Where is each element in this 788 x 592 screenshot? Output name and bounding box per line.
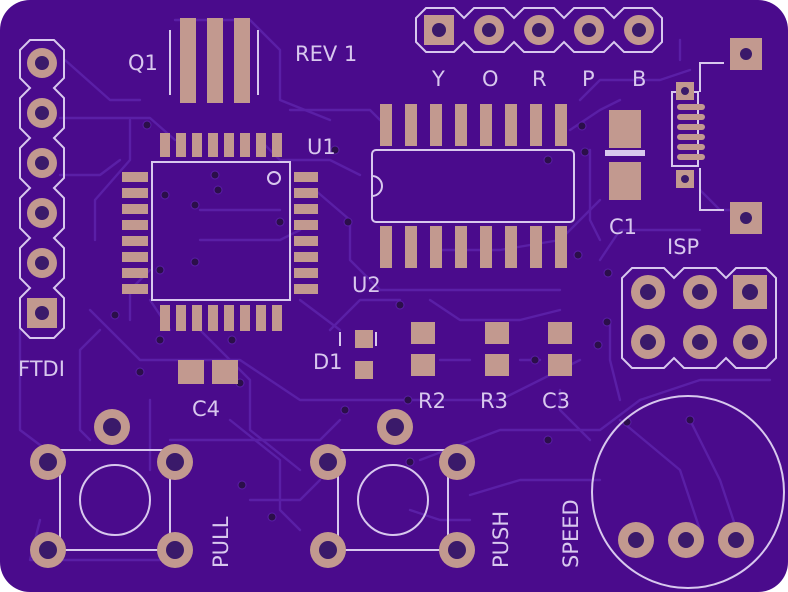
- u2-pad: [505, 226, 517, 268]
- u1-microcontroller: [122, 133, 318, 331]
- u1-pad: [122, 284, 148, 294]
- u1-pad: [294, 284, 318, 294]
- u1-pad: [122, 236, 148, 246]
- r2-label: R2: [418, 389, 446, 413]
- revision-label: REV 1: [295, 42, 357, 66]
- push-label: PUSH: [489, 511, 513, 568]
- u2-pad: [480, 104, 492, 146]
- u2-pad: [380, 226, 392, 268]
- u2-pad: [530, 226, 542, 268]
- u2-pad: [455, 104, 467, 146]
- u2-pad: [430, 226, 442, 268]
- q1-transistor: [169, 18, 259, 103]
- u2-pad: [480, 226, 492, 268]
- u2-ic: [371, 104, 575, 268]
- u1-pad: [272, 133, 282, 157]
- u2-pad: [405, 226, 417, 268]
- header-pin-r: R: [532, 67, 547, 91]
- u1-pad: [192, 305, 202, 331]
- u1-pad: [294, 188, 318, 198]
- copper-traces: [18, 18, 772, 562]
- c3-label: C3: [542, 389, 570, 413]
- header-pin-y: Y: [431, 67, 445, 91]
- u2-pad: [555, 226, 567, 268]
- u1-pad: [294, 172, 318, 182]
- header-pin-o: O: [482, 67, 499, 91]
- u2-pad: [430, 104, 442, 146]
- u1-pad: [256, 305, 266, 331]
- u1-pad: [240, 133, 250, 157]
- r3-resistor: [485, 322, 509, 376]
- q1-label: Q1: [128, 51, 158, 75]
- u2-pad: [555, 104, 567, 146]
- u2-pad: [505, 104, 517, 146]
- c1-capacitor: [605, 110, 645, 200]
- header-pin-p: P: [582, 67, 595, 91]
- u1-pad: [224, 133, 234, 157]
- u1-label: U1: [307, 135, 336, 159]
- u2-label: U2: [352, 273, 381, 297]
- u1-pad: [122, 220, 148, 230]
- u1-pad: [122, 204, 148, 214]
- u1-pad: [294, 204, 318, 214]
- c3-capacitor: [548, 322, 572, 376]
- pull-label: PULL: [209, 516, 233, 568]
- ftdi-header: [19, 39, 65, 339]
- u1-pad: [294, 252, 318, 262]
- isp-label: ISP: [667, 235, 699, 259]
- u2-pad: [455, 226, 467, 268]
- u1-pad: [272, 305, 282, 331]
- push-button: [310, 409, 475, 568]
- u1-pad: [224, 305, 234, 331]
- u1-pad: [240, 305, 250, 331]
- u1-pad: [122, 268, 148, 278]
- d1-label: D1: [313, 350, 343, 374]
- d1-diode: [339, 330, 377, 379]
- u2-pad: [530, 104, 542, 146]
- u1-pad: [122, 188, 148, 198]
- color-header: [415, 7, 663, 53]
- u2-pad: [380, 104, 392, 146]
- ftdi-label: FTDI: [18, 357, 65, 381]
- u1-pad: [176, 305, 186, 331]
- u1-pad: [160, 305, 170, 331]
- u1-pad: [192, 133, 202, 157]
- u1-pad: [256, 133, 266, 157]
- header-pin-b: B: [632, 67, 646, 91]
- u1-pad: [208, 305, 218, 331]
- u1-pad: [122, 172, 148, 182]
- u1-pad: [176, 133, 186, 157]
- u1-pad: [294, 268, 318, 278]
- u1-pad: [208, 133, 218, 157]
- u1-pad: [122, 252, 148, 262]
- r3-label: R3: [480, 389, 508, 413]
- u1-pad: [160, 133, 170, 157]
- speed-label: SPEED: [559, 499, 583, 568]
- pull-button: [30, 409, 193, 568]
- r2-resistor: [411, 322, 435, 376]
- u1-pad: [294, 236, 318, 246]
- u1-pad: [294, 220, 318, 230]
- u2-pad: [405, 104, 417, 146]
- coil-component: [671, 38, 762, 234]
- c4-label: C4: [192, 397, 220, 421]
- c1-label: C1: [609, 215, 637, 239]
- speed-potentiometer: [591, 395, 785, 589]
- c4-capacitor: [178, 360, 238, 384]
- isp-header: [621, 267, 777, 369]
